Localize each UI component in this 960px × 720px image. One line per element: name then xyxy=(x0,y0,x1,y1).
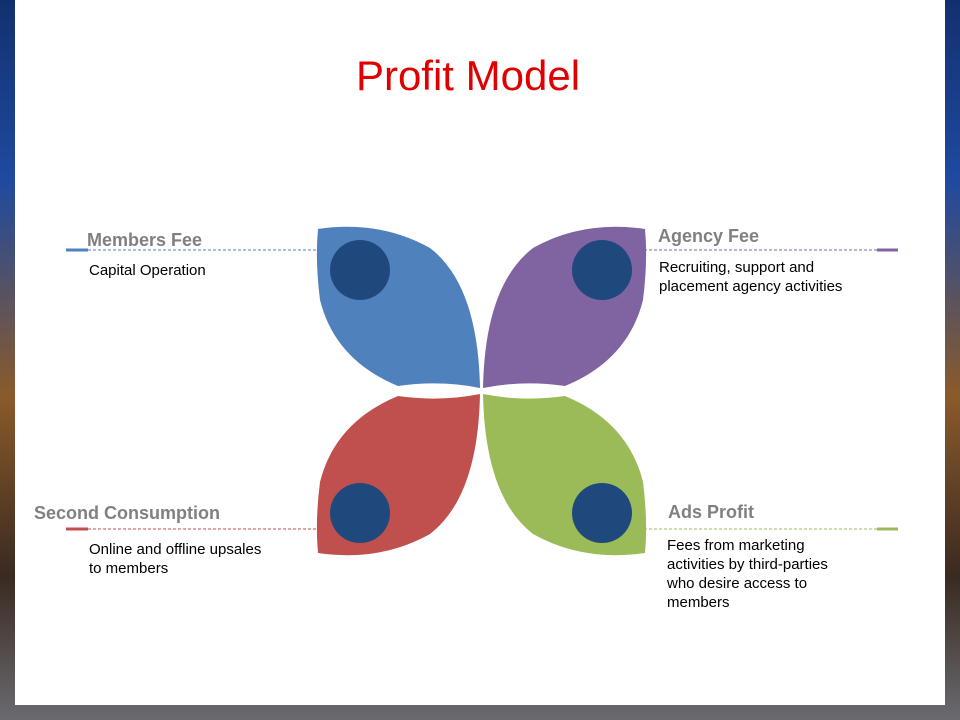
desc-line: to members xyxy=(89,560,169,577)
dot-second xyxy=(330,483,390,543)
desc-line: Recruiting, support and xyxy=(659,259,815,276)
desc-second-consumption: Online and offline upsales to members xyxy=(89,540,261,578)
dot-agency xyxy=(572,240,632,300)
desc-line: who desire access to xyxy=(667,575,808,592)
slide-title: Profit Model xyxy=(355,52,581,99)
desc-line: Online and offline upsales xyxy=(89,541,262,558)
slide: Profit Model xyxy=(15,0,945,705)
desc-members-fee: Capital Operation xyxy=(89,261,206,280)
desc-line: Capital Operation xyxy=(89,262,206,279)
desc-agency-fee: Recruiting, support and placement agency… xyxy=(659,258,842,296)
heading-ads-profit: Ads Profit xyxy=(668,502,755,522)
heading-second-consumption: Second Consumption xyxy=(34,503,220,523)
heading-members-fee: Members Fee xyxy=(87,230,203,250)
desc-line: Fees from marketing xyxy=(667,537,805,554)
heading-agency-fee: Agency Fee xyxy=(658,226,760,246)
desc-line: activities by third-parties xyxy=(667,556,828,573)
desc-ads-profit: Fees from marketing activities by third-… xyxy=(667,536,828,612)
dot-members xyxy=(330,240,390,300)
desc-line: placement agency activities xyxy=(659,278,843,295)
dot-ads xyxy=(572,483,632,543)
desc-line: members xyxy=(667,594,730,611)
